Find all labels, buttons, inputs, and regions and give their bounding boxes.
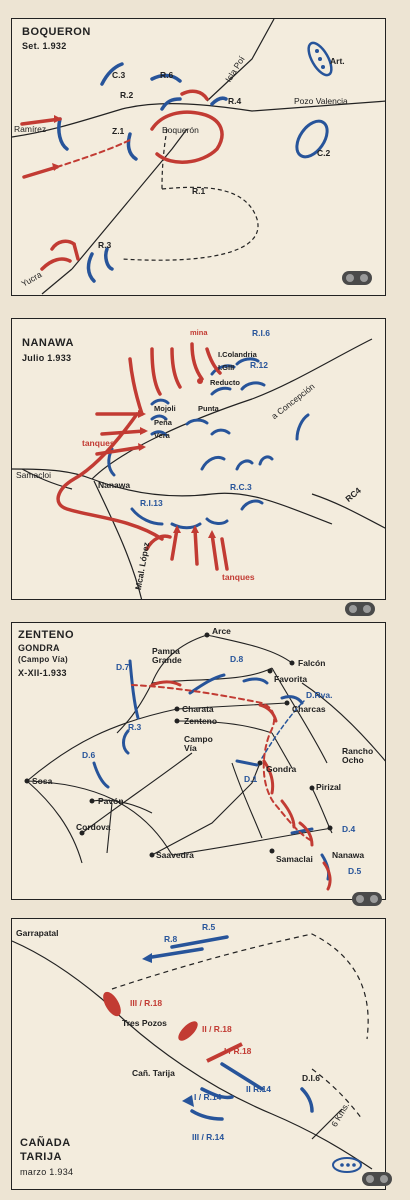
unit-label: Z.1 <box>112 126 125 136</box>
place-label: Campo Vía <box>184 734 213 753</box>
position-label: Punta <box>198 404 219 413</box>
place-label: Pozo Valencia <box>294 96 348 106</box>
place-label: Pirizal <box>316 782 342 792</box>
unit-label: D.4 <box>342 824 356 834</box>
unit-label: R.8 <box>164 934 178 944</box>
unit-label: D.8 <box>230 654 244 664</box>
unit-label: R.2 <box>120 90 134 100</box>
page-badge-icon <box>362 1172 392 1186</box>
map-nanawa: NANAWA Julio 1.933 a Concepción Samacloi… <box>11 318 386 600</box>
unit-label: D.6 <box>82 750 96 760</box>
place-label: Cañ. Tarija <box>132 1068 175 1078</box>
unit-label: R.I.13 <box>140 498 163 508</box>
place-label: Rancho Ocho <box>342 746 374 765</box>
unit-label: C.3 <box>112 70 126 80</box>
unit-label: D.1 <box>244 774 258 784</box>
unit-label: R.6 <box>160 70 174 80</box>
position-label: Peña <box>154 418 172 427</box>
unit-label: R.3 <box>98 240 112 250</box>
place-label: Nanawa <box>98 480 131 490</box>
map-zenteno-gondra: ZENTENO GONDRA (Campo Vía) X-XII-1.933 A… <box>11 622 386 900</box>
position-label: I.Colandria <box>218 350 257 359</box>
place-label: Samaclai <box>276 854 313 864</box>
boqueron-map-drawing <box>12 19 385 295</box>
unit-label: III / R.14 <box>192 1132 225 1142</box>
map-title: BOQUERON <box>22 26 91 38</box>
unit-label: R.3 <box>128 722 142 732</box>
place-label: Favorita <box>274 674 308 684</box>
position-label: Reducto <box>210 378 240 387</box>
place-label: Arce <box>212 626 231 636</box>
place-label: Boquerón <box>162 125 199 135</box>
nanawa-map-drawing <box>12 338 385 599</box>
unit-label: D.Rva. <box>306 690 333 700</box>
map-subtitle: GONDRA <box>18 643 60 653</box>
unit-label: R.1 <box>192 186 206 196</box>
unit-label: III / R.18 <box>130 998 163 1008</box>
map-date: Set. 1.932 <box>22 41 67 51</box>
place-label: Cordova <box>76 822 111 832</box>
unit-label: II R.14 <box>246 1084 272 1094</box>
unit-label: Art. <box>330 56 345 66</box>
unit-label: R.I.6 <box>252 328 270 338</box>
unit-label: R.12 <box>250 360 268 370</box>
unit-label: D.5 <box>348 866 362 876</box>
map-title: ZENTENO <box>18 629 75 641</box>
map-date: Julio 1.933 <box>22 353 72 363</box>
annotation-label: tanques <box>222 572 255 582</box>
map-date: X-XII-1.933 <box>18 668 67 678</box>
unit-label: R.5 <box>202 922 216 932</box>
place-label: Garrapatal <box>16 928 59 938</box>
unit-label: R.C.3 <box>230 482 252 492</box>
place-label: Zenteno <box>184 716 218 726</box>
position-label: Vera <box>154 431 170 440</box>
place-label: Samacloi <box>16 470 51 480</box>
map-date: marzo 1.934 <box>20 1167 74 1177</box>
page-badge-icon <box>352 892 382 906</box>
place-label: Saavedra <box>156 850 194 860</box>
place-label: Sosa <box>32 776 53 786</box>
map-subtitle: (Campo Vía) <box>18 655 68 664</box>
unit-label: I / R.18 <box>224 1046 252 1056</box>
zenteno-map-drawing <box>24 632 385 891</box>
position-label: Mojoli <box>154 404 176 413</box>
map-title: NANAWA <box>22 337 74 349</box>
place-label: Nanawa <box>332 850 365 860</box>
map-boqueron: BOQUERON Set. 1.932 Isla Poí Pozo Valenc… <box>11 18 386 296</box>
place-label: Pavón <box>98 796 124 806</box>
place-label: Ramírez <box>14 124 47 134</box>
page-badge-icon <box>345 602 375 616</box>
place-label: Charcas <box>292 704 326 714</box>
position-label: I.GIII <box>218 363 235 372</box>
unit-label: II / R.18 <box>202 1024 232 1034</box>
place-label: Charata <box>182 704 214 714</box>
unit-label: C.2 <box>317 148 331 158</box>
unit-label: D.I.6 <box>302 1073 320 1083</box>
unit-label: D.7 <box>116 662 130 672</box>
map-subtitle: TARIJA <box>20 1151 62 1163</box>
map-canada-tarija: Garrapatal Tres Pozos Cañ. Tarija R.5 R.… <box>11 918 386 1190</box>
place-label: Tres Pozos <box>122 1018 167 1028</box>
place-label: Pampa Grande <box>152 646 182 665</box>
place-label: Falcón <box>298 658 326 668</box>
annotation-label: tanques <box>82 438 115 448</box>
tarija-map-drawing <box>12 933 373 1173</box>
place-label: Gondra <box>266 764 297 774</box>
unit-label: R.4 <box>228 96 242 106</box>
map-title: CAÑADA <box>20 1137 71 1149</box>
page-badge-icon <box>342 271 372 285</box>
unit-label: I / R.14 <box>194 1092 222 1102</box>
position-label: mina <box>190 328 208 337</box>
